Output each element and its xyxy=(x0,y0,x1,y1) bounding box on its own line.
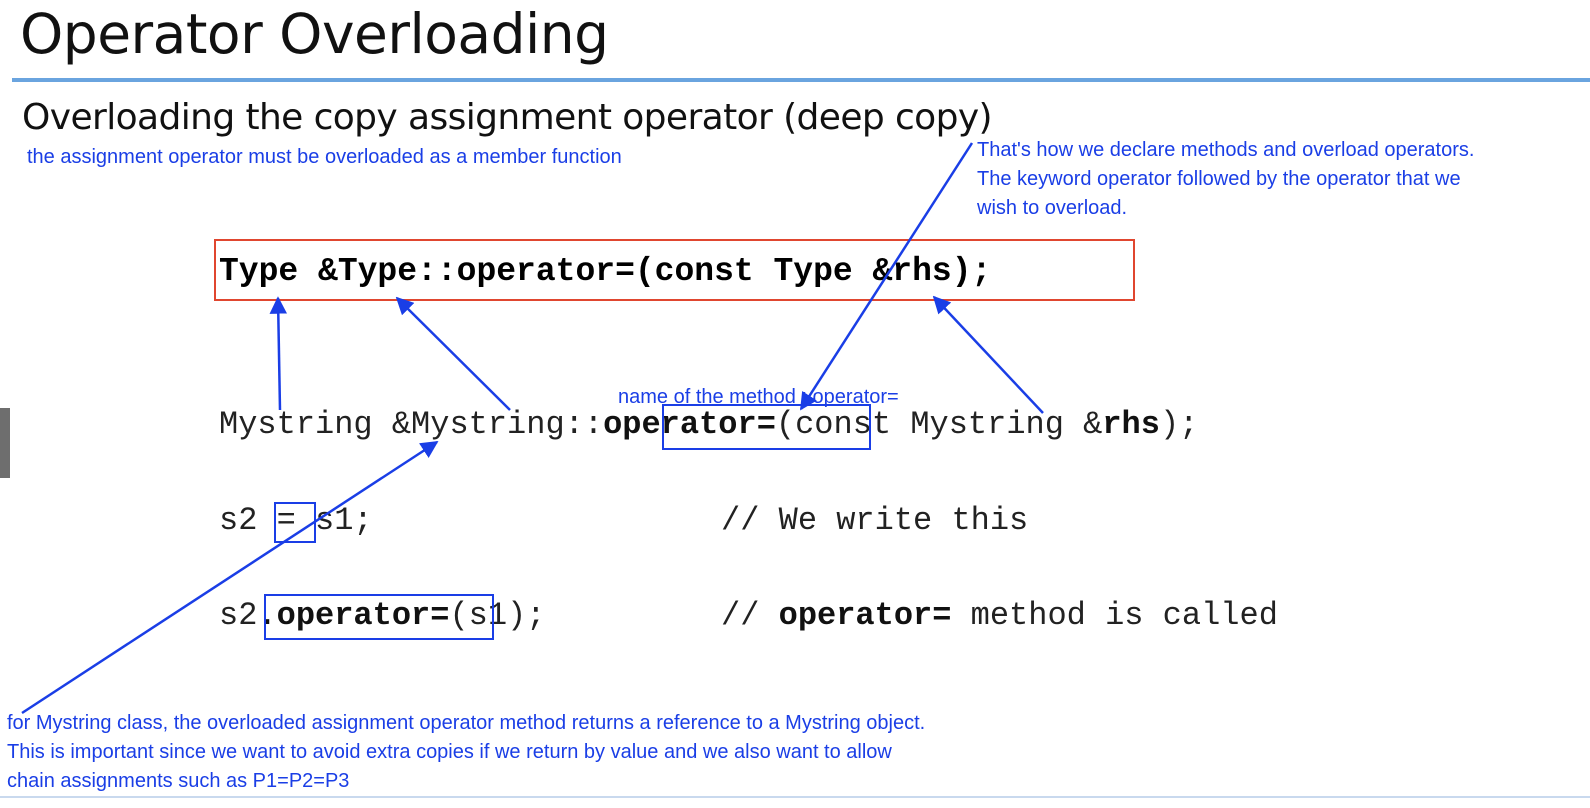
general-signature-code: Type &Type::operator=(const Type &rhs); xyxy=(219,253,992,290)
note-return-reference: for Mystring class, the overloaded assig… xyxy=(7,709,925,796)
mystring-signature-code: Mystring &Mystring::operator=(const Myst… xyxy=(219,406,1198,443)
note-bottom-line-3: chain assignments such as P1=P2=P3 xyxy=(7,770,350,792)
note-bottom-line-1: for Mystring class, the overloaded assig… xyxy=(7,712,926,734)
call-comment-rest: method is called xyxy=(951,597,1278,634)
note-declare-methods: That's how we declare methods and overlo… xyxy=(977,136,1474,223)
mystring-operator: operator= xyxy=(603,406,776,443)
note-method-name: name of the method : operator= xyxy=(618,386,899,408)
mystring-prefix: Mystring &Mystring:: xyxy=(219,406,604,443)
mystring-params: (const Mystring & xyxy=(775,406,1103,443)
note-declare-line-2: The keyword operator followed by the ope… xyxy=(977,168,1461,190)
operator-call-highlight xyxy=(264,594,494,640)
note-declare-line-1: That's how we declare methods and overlo… xyxy=(977,139,1475,161)
operator-name-highlight xyxy=(662,404,871,450)
call-left: s2 xyxy=(219,597,258,634)
arrow-param-type xyxy=(932,295,1044,414)
mystring-rhs: rhs xyxy=(1102,406,1160,443)
assignment-comment: // We write this xyxy=(721,502,1029,539)
assignment-right: s1; xyxy=(295,502,373,539)
mystring-end: ); xyxy=(1159,406,1199,443)
call-comment-bold: operator= xyxy=(778,597,952,634)
arrow-return-type xyxy=(269,296,288,411)
assignment-code: s2 = s1; xyxy=(219,502,373,539)
call-right: (s1); xyxy=(449,597,546,634)
side-marker xyxy=(0,408,10,478)
arrow-return-reference xyxy=(21,440,439,715)
call-comment-prefix: // xyxy=(721,597,779,634)
general-signature-highlight xyxy=(214,239,1135,301)
bottom-divider xyxy=(0,796,1590,798)
arrow-class-scope xyxy=(395,296,511,411)
slide-title: Operator Overloading xyxy=(20,2,609,66)
operator-call-code: s2.operator=(s1); xyxy=(219,597,545,634)
call-method: .operator= xyxy=(257,597,450,634)
assignment-left: s2 xyxy=(219,502,277,539)
note-member-function: the assignment operator must be overload… xyxy=(27,146,622,168)
arrow-operator-name xyxy=(799,142,974,411)
note-declare-line-3: wish to overload. xyxy=(977,197,1128,219)
slide-subtitle: Overloading the copy assignment operator… xyxy=(22,97,993,138)
assignment-eq: = xyxy=(276,502,296,539)
operator-call-comment: // operator= method is called xyxy=(721,597,1278,634)
note-bottom-line-2: This is important since we want to avoid… xyxy=(7,741,892,763)
title-divider xyxy=(12,78,1590,82)
